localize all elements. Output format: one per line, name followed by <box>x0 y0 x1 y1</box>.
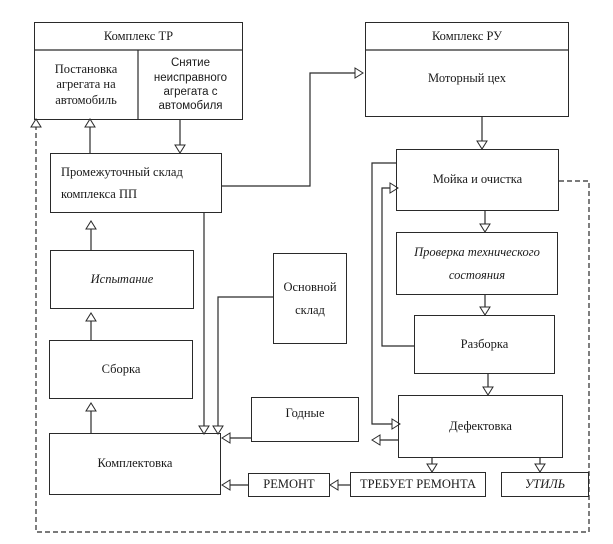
complex-tr-title-text: Комплекс ТР <box>103 28 174 43</box>
arrow-head <box>85 402 97 412</box>
good-node: Годные <box>251 397 359 442</box>
arrow-head <box>221 432 231 444</box>
repair-label: РЕМОНТ <box>263 477 315 492</box>
disassembly-label: Разборка <box>460 336 509 351</box>
defect-label: Дефектовка <box>449 418 512 433</box>
main-store-node: Основной склад <box>273 253 347 344</box>
motor-shop-label: Моторный цех <box>428 70 506 85</box>
washing-node: Мойка и очистка <box>396 149 559 211</box>
complex-ru-title-text: Комплекс РУ <box>431 28 503 43</box>
arrow-head <box>84 118 96 128</box>
arrow-head <box>391 418 401 430</box>
kitting-node: Комплектовка <box>49 433 221 495</box>
arrow-head <box>212 425 224 435</box>
repair-node: РЕМОНТ <box>248 473 330 497</box>
remove-unit-node: Снятие неисправного агрегата с автомобил… <box>139 52 242 118</box>
arrow-head <box>30 118 42 128</box>
complex-tr-title: Комплекс ТР <box>34 22 243 51</box>
edge-mainstore-to-kitting <box>217 296 273 428</box>
needs-repair-label: ТРЕБУЕТ РЕМОНТА <box>359 476 476 491</box>
intermediate-store-label: Промежуточный склад комплекса ПП <box>61 164 183 202</box>
tech-check-node: Проверка технического состояния <box>396 232 558 295</box>
complex-ru-box <box>365 22 569 117</box>
disassembly-node: Разборка <box>414 315 555 374</box>
assembly-node: Сборка <box>49 340 193 399</box>
edge-store-to-motor-shop <box>222 72 356 187</box>
arrow-head <box>221 479 231 491</box>
complex-tr-box <box>34 22 243 120</box>
arrow-head <box>174 144 186 154</box>
complex-ru-title: Комплекс РУ <box>365 22 569 51</box>
assembly-label: Сборка <box>101 361 141 376</box>
arrow-head <box>85 312 97 322</box>
good-label: Годные <box>285 406 325 420</box>
washing-label: Мойка и очистка <box>432 172 523 187</box>
needs-repair-node: ТРЕБУЕТ РЕМОНТА <box>350 472 486 497</box>
edge-washing-to-install-dashed <box>35 126 590 533</box>
testing-label: Испытание <box>90 271 154 286</box>
edge-washing-to-defect <box>371 162 396 425</box>
arrow-head <box>534 463 546 473</box>
arrow-head <box>85 220 97 230</box>
intermediate-store-node: Промежуточный склад комплекса ПП <box>50 153 222 213</box>
scrap-label: УТИЛЬ <box>524 476 566 491</box>
install-unit-label: Постановка агрегата на автомобиль <box>54 61 118 107</box>
edge-disassembly-to-washing <box>381 187 414 347</box>
arrow-head <box>354 67 364 79</box>
install-unit-node: Постановка агрегата на автомобиль <box>36 52 136 118</box>
arrow-head <box>482 386 494 396</box>
arrow-head <box>329 479 339 491</box>
arrow-head <box>198 425 210 435</box>
tech-check-label: Проверка технического состояния <box>414 245 540 282</box>
arrow-head <box>389 182 399 194</box>
arrow-head <box>371 434 381 446</box>
motor-shop-node: Моторный цех <box>365 51 569 106</box>
arrow-head <box>479 306 491 316</box>
arrow-head <box>476 140 488 150</box>
kitting-label: Комплектовка <box>97 456 173 471</box>
defect-node: Дефектовка <box>398 395 563 458</box>
scrap-node: УТИЛЬ <box>501 472 589 497</box>
arrow-head <box>426 463 438 473</box>
arrow-head <box>479 223 491 233</box>
remove-unit-label: Снятие неисправного агрегата с автомобил… <box>153 57 228 113</box>
testing-node: Испытание <box>50 250 194 309</box>
main-store-label: Основной склад <box>283 280 337 317</box>
